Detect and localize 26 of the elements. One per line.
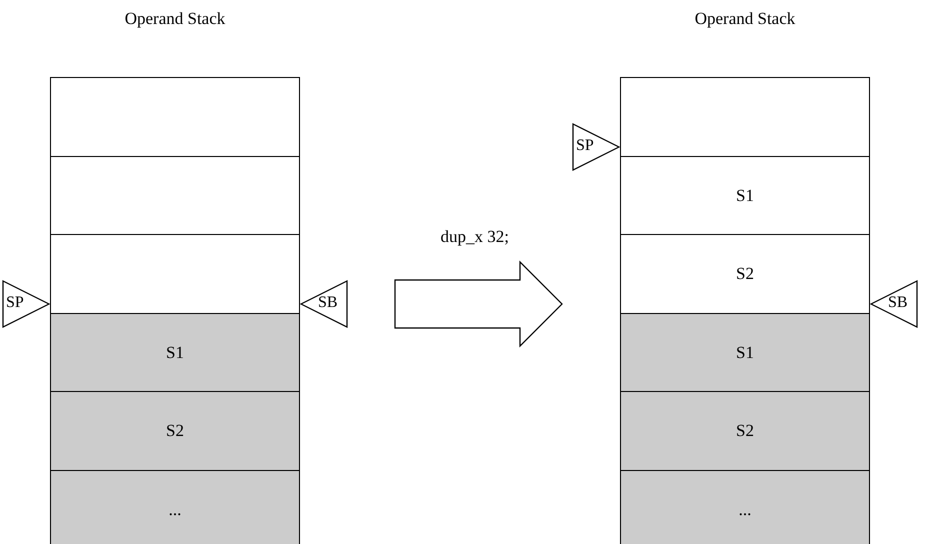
stack-slot: ... xyxy=(620,470,870,544)
operand-stack xyxy=(620,9,870,544)
empty-stack-slot xyxy=(50,77,300,157)
pointer-label: SP xyxy=(576,137,594,155)
empty-stack-slot xyxy=(620,77,870,157)
stack-slot: S1 xyxy=(620,312,870,392)
stack-slot: ... xyxy=(50,470,300,544)
operand-stack xyxy=(50,9,300,544)
stack-slot: S1 xyxy=(50,312,300,392)
empty-stack-slot xyxy=(50,234,300,314)
stack-title: Operand Stack xyxy=(694,9,796,29)
pointer-triangle xyxy=(2,280,50,328)
pointer-label: SP xyxy=(6,294,24,312)
pointer-triangle xyxy=(300,280,348,328)
stack-slot: S1 xyxy=(620,156,870,236)
pointer-triangle xyxy=(572,123,620,171)
stack-slot: S2 xyxy=(620,391,870,471)
pointer-label: SB xyxy=(888,294,908,312)
empty-stack-slot xyxy=(50,156,300,236)
stack-slot: S2 xyxy=(50,391,300,471)
pointer-triangle xyxy=(870,280,918,328)
pointer-label: SB xyxy=(318,294,338,312)
stack-title: Operand Stack xyxy=(124,9,226,29)
edge-label: dup_x 32; xyxy=(440,227,509,247)
block-arrow xyxy=(394,260,563,348)
stack-slot: S2 xyxy=(620,234,870,314)
